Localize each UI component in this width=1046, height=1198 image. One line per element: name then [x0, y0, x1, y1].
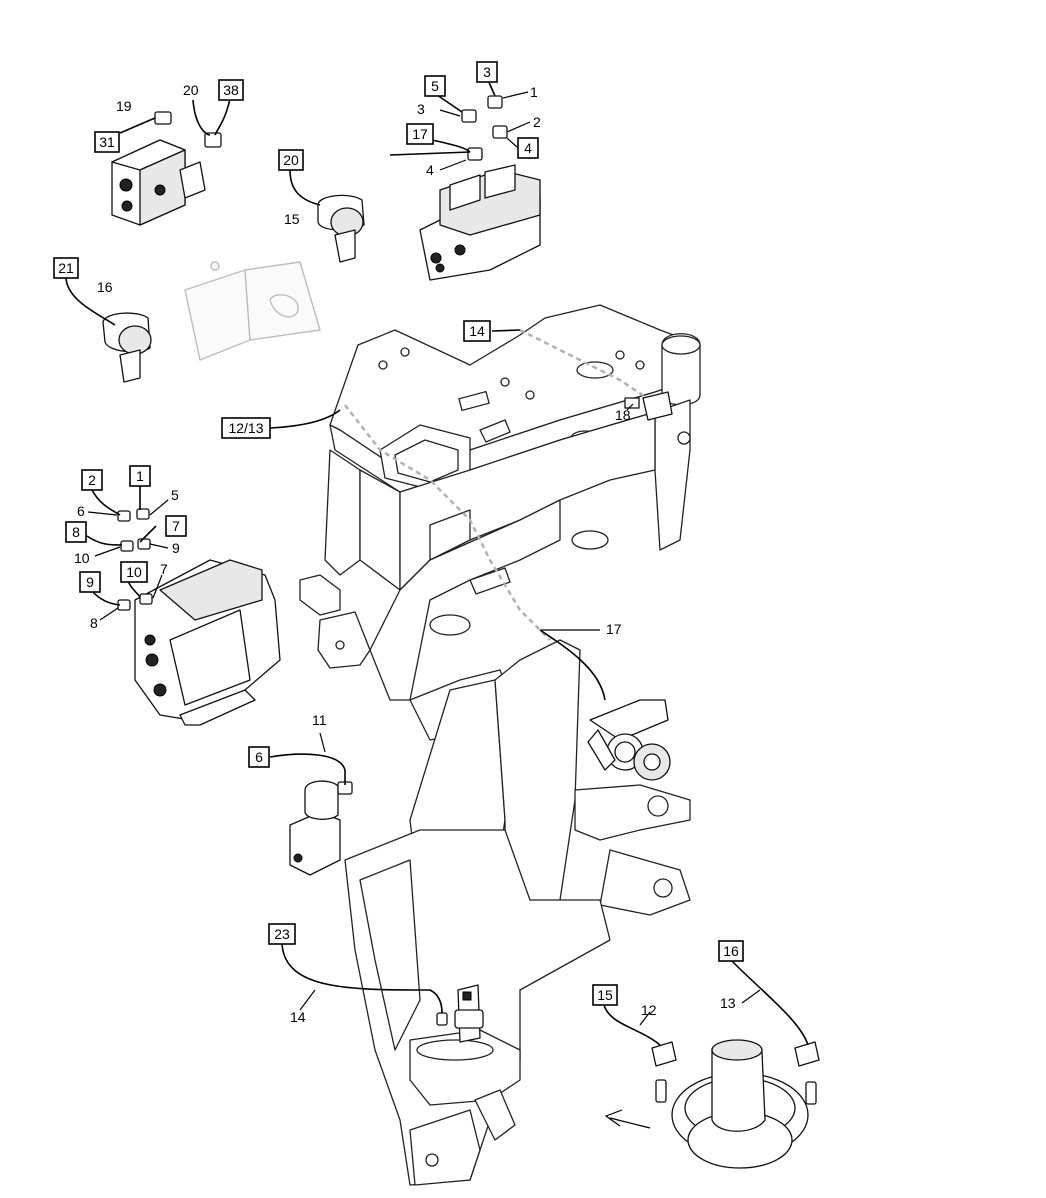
ref-box-21-text: 21	[58, 260, 74, 276]
ref-box-1: 1	[129, 465, 151, 487]
harness-route	[344, 328, 651, 641]
leader-lines	[65, 79, 809, 1046]
solenoid-15	[317, 194, 365, 263]
callout-18: 18	[615, 407, 631, 423]
ref-box-15: 15	[592, 984, 618, 1006]
slewing-ring	[651, 1039, 820, 1169]
ref-box-7-text: 7	[172, 518, 180, 534]
callout-7: 7	[160, 561, 168, 577]
callout-17: 17	[606, 621, 622, 637]
callout-3: 3	[417, 101, 425, 117]
ref-box-17: 17	[406, 123, 434, 145]
ref-box-8-text: 8	[72, 524, 80, 540]
callout-1: 1	[530, 84, 538, 100]
callout-11: 11	[312, 712, 327, 728]
callout-9: 9	[172, 540, 180, 556]
ref-box-12-13-text: 12/13	[228, 420, 263, 436]
ref-box-31: 31	[94, 131, 120, 153]
callout-15: 15	[284, 211, 300, 227]
callout-13: 13	[720, 995, 736, 1011]
ref-box-8: 8	[65, 521, 87, 543]
ref-box-5: 5	[424, 75, 446, 97]
ref-box-31-text: 31	[99, 134, 115, 150]
callout-6: 6	[77, 503, 85, 519]
ref-box-20-text: 20	[283, 152, 299, 168]
ref-box-20: 20	[278, 149, 304, 171]
ref-box-6-text: 6	[255, 749, 263, 765]
callout-12: 12	[641, 1002, 657, 1018]
callout-5: 5	[171, 487, 179, 503]
callout-10: 10	[74, 550, 90, 566]
connector-18	[624, 391, 673, 421]
solenoid-16	[102, 312, 152, 383]
ref-box-12-13: 12/13	[221, 417, 271, 439]
ref-box-14-text: 14	[469, 323, 485, 339]
motor-23	[436, 984, 484, 1043]
solenoid-valve-11	[289, 780, 353, 876]
ref-box-1-text: 1	[136, 468, 144, 484]
callout-2: 2	[533, 114, 541, 130]
ref-box-4: 4	[517, 137, 539, 159]
ref-box-23-text: 23	[274, 926, 290, 942]
valve-bank-top-right	[419, 95, 541, 281]
ref-box-2-text: 2	[88, 472, 96, 488]
reference-boxes: 31 38 20 21 5 3 17 4	[53, 61, 744, 1006]
ref-box-3: 3	[476, 61, 498, 83]
ref-box-16: 16	[718, 940, 744, 962]
callout-14: 14	[290, 1009, 306, 1025]
callout-19: 19	[116, 98, 132, 114]
ref-box-23: 23	[268, 923, 296, 945]
ref-box-10-text: 10	[126, 564, 142, 580]
ref-box-6: 6	[248, 746, 270, 768]
ghosted-control-box	[184, 261, 321, 361]
ref-box-38-text: 38	[223, 82, 239, 98]
ref-box-5-text: 5	[431, 78, 439, 94]
ref-box-4-text: 4	[524, 140, 532, 156]
callout-20: 20	[183, 82, 199, 98]
callout-16: 16	[97, 279, 113, 295]
callout-8: 8	[90, 615, 98, 631]
ref-box-9: 9	[79, 571, 101, 593]
ref-box-15-text: 15	[597, 987, 613, 1003]
ref-box-7: 7	[165, 515, 187, 537]
ref-box-14-top: 14	[463, 320, 491, 342]
main-frame	[299, 304, 701, 1186]
direction-arrow	[604, 1109, 651, 1129]
ref-box-10: 10	[120, 561, 148, 583]
ref-box-16-text: 16	[723, 943, 739, 959]
ref-box-17-text: 17	[412, 126, 428, 142]
gear-sensor-17	[587, 699, 671, 781]
callout-numbers: 19 20 15 16 1 3 2 4 18 17 11 6 5 10 9 7 …	[74, 82, 736, 1025]
ref-box-38: 38	[218, 79, 244, 101]
valve-stack-left	[117, 508, 281, 726]
ref-box-2: 2	[81, 469, 103, 491]
ref-box-9-text: 9	[86, 574, 94, 590]
ref-box-3-text: 3	[483, 64, 491, 80]
ref-box-21: 21	[53, 257, 79, 279]
callout-4: 4	[426, 162, 434, 178]
